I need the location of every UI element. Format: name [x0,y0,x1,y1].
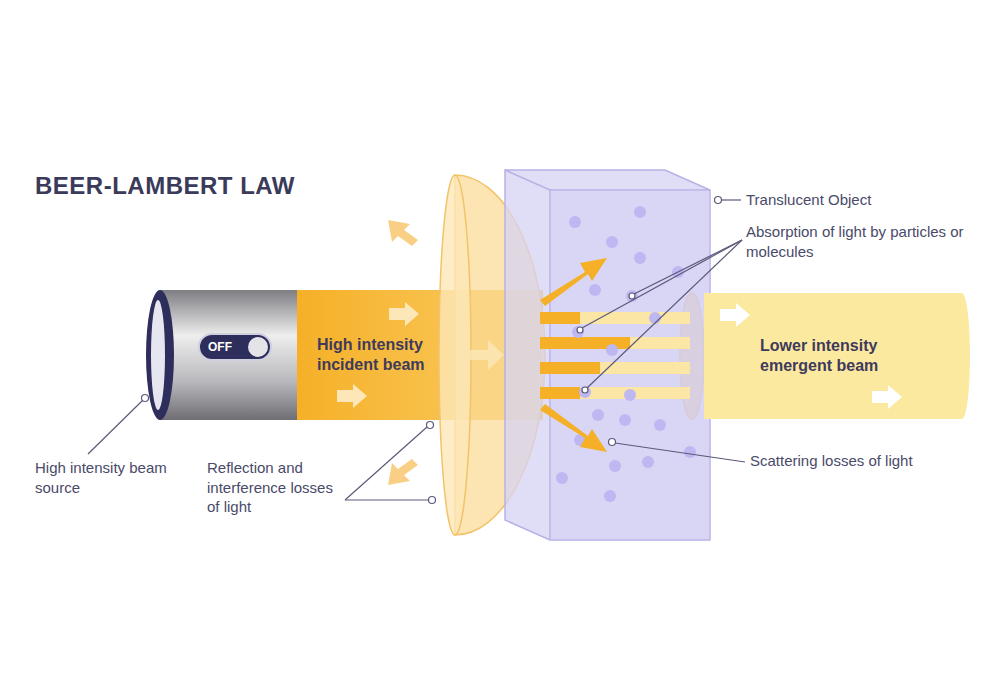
beam-label: High intensity incident beam [317,335,427,375]
scatter-arrow [540,258,607,306]
callout-label: Scattering losses of light [750,451,930,471]
reflection-arrow [388,220,418,246]
direction-arrow [720,303,750,327]
flashlight-lens [146,290,174,420]
callout-label: High intensity beam source [35,458,185,497]
beam-label: Lower intensity emergent beam [760,336,922,376]
light-beam: Lower intensity emergent beam [704,293,962,419]
diagram-title: BEER-LAMBERT LAW [35,172,295,200]
leader-lines [88,197,745,504]
switch-toggle: OFF [198,333,272,361]
box-edge [505,170,550,540]
direction-arrow [389,302,419,326]
switch-knob [248,337,268,357]
switch-label: OFF [208,340,232,354]
direction-arrow [337,384,367,408]
callout-label: Translucent Object [746,190,966,210]
translucent-object [505,170,710,540]
reflection-arrow [388,459,418,485]
flashlight-lens [151,300,165,410]
direction-arrows [704,293,962,419]
flashlight-body [160,290,297,420]
lens-face [439,175,471,535]
direction-arrow [872,385,902,409]
callout-label: Reflection and interference losses of li… [207,458,339,517]
light-beam: High intensity incident beam [297,290,433,420]
scatter-arrow [540,404,607,452]
direction-arrows [297,290,433,420]
particles [556,206,696,502]
beam-bars [540,312,690,399]
callout-label: Absorption of light by particles or mole… [746,222,981,261]
direction-arrow [470,340,504,370]
